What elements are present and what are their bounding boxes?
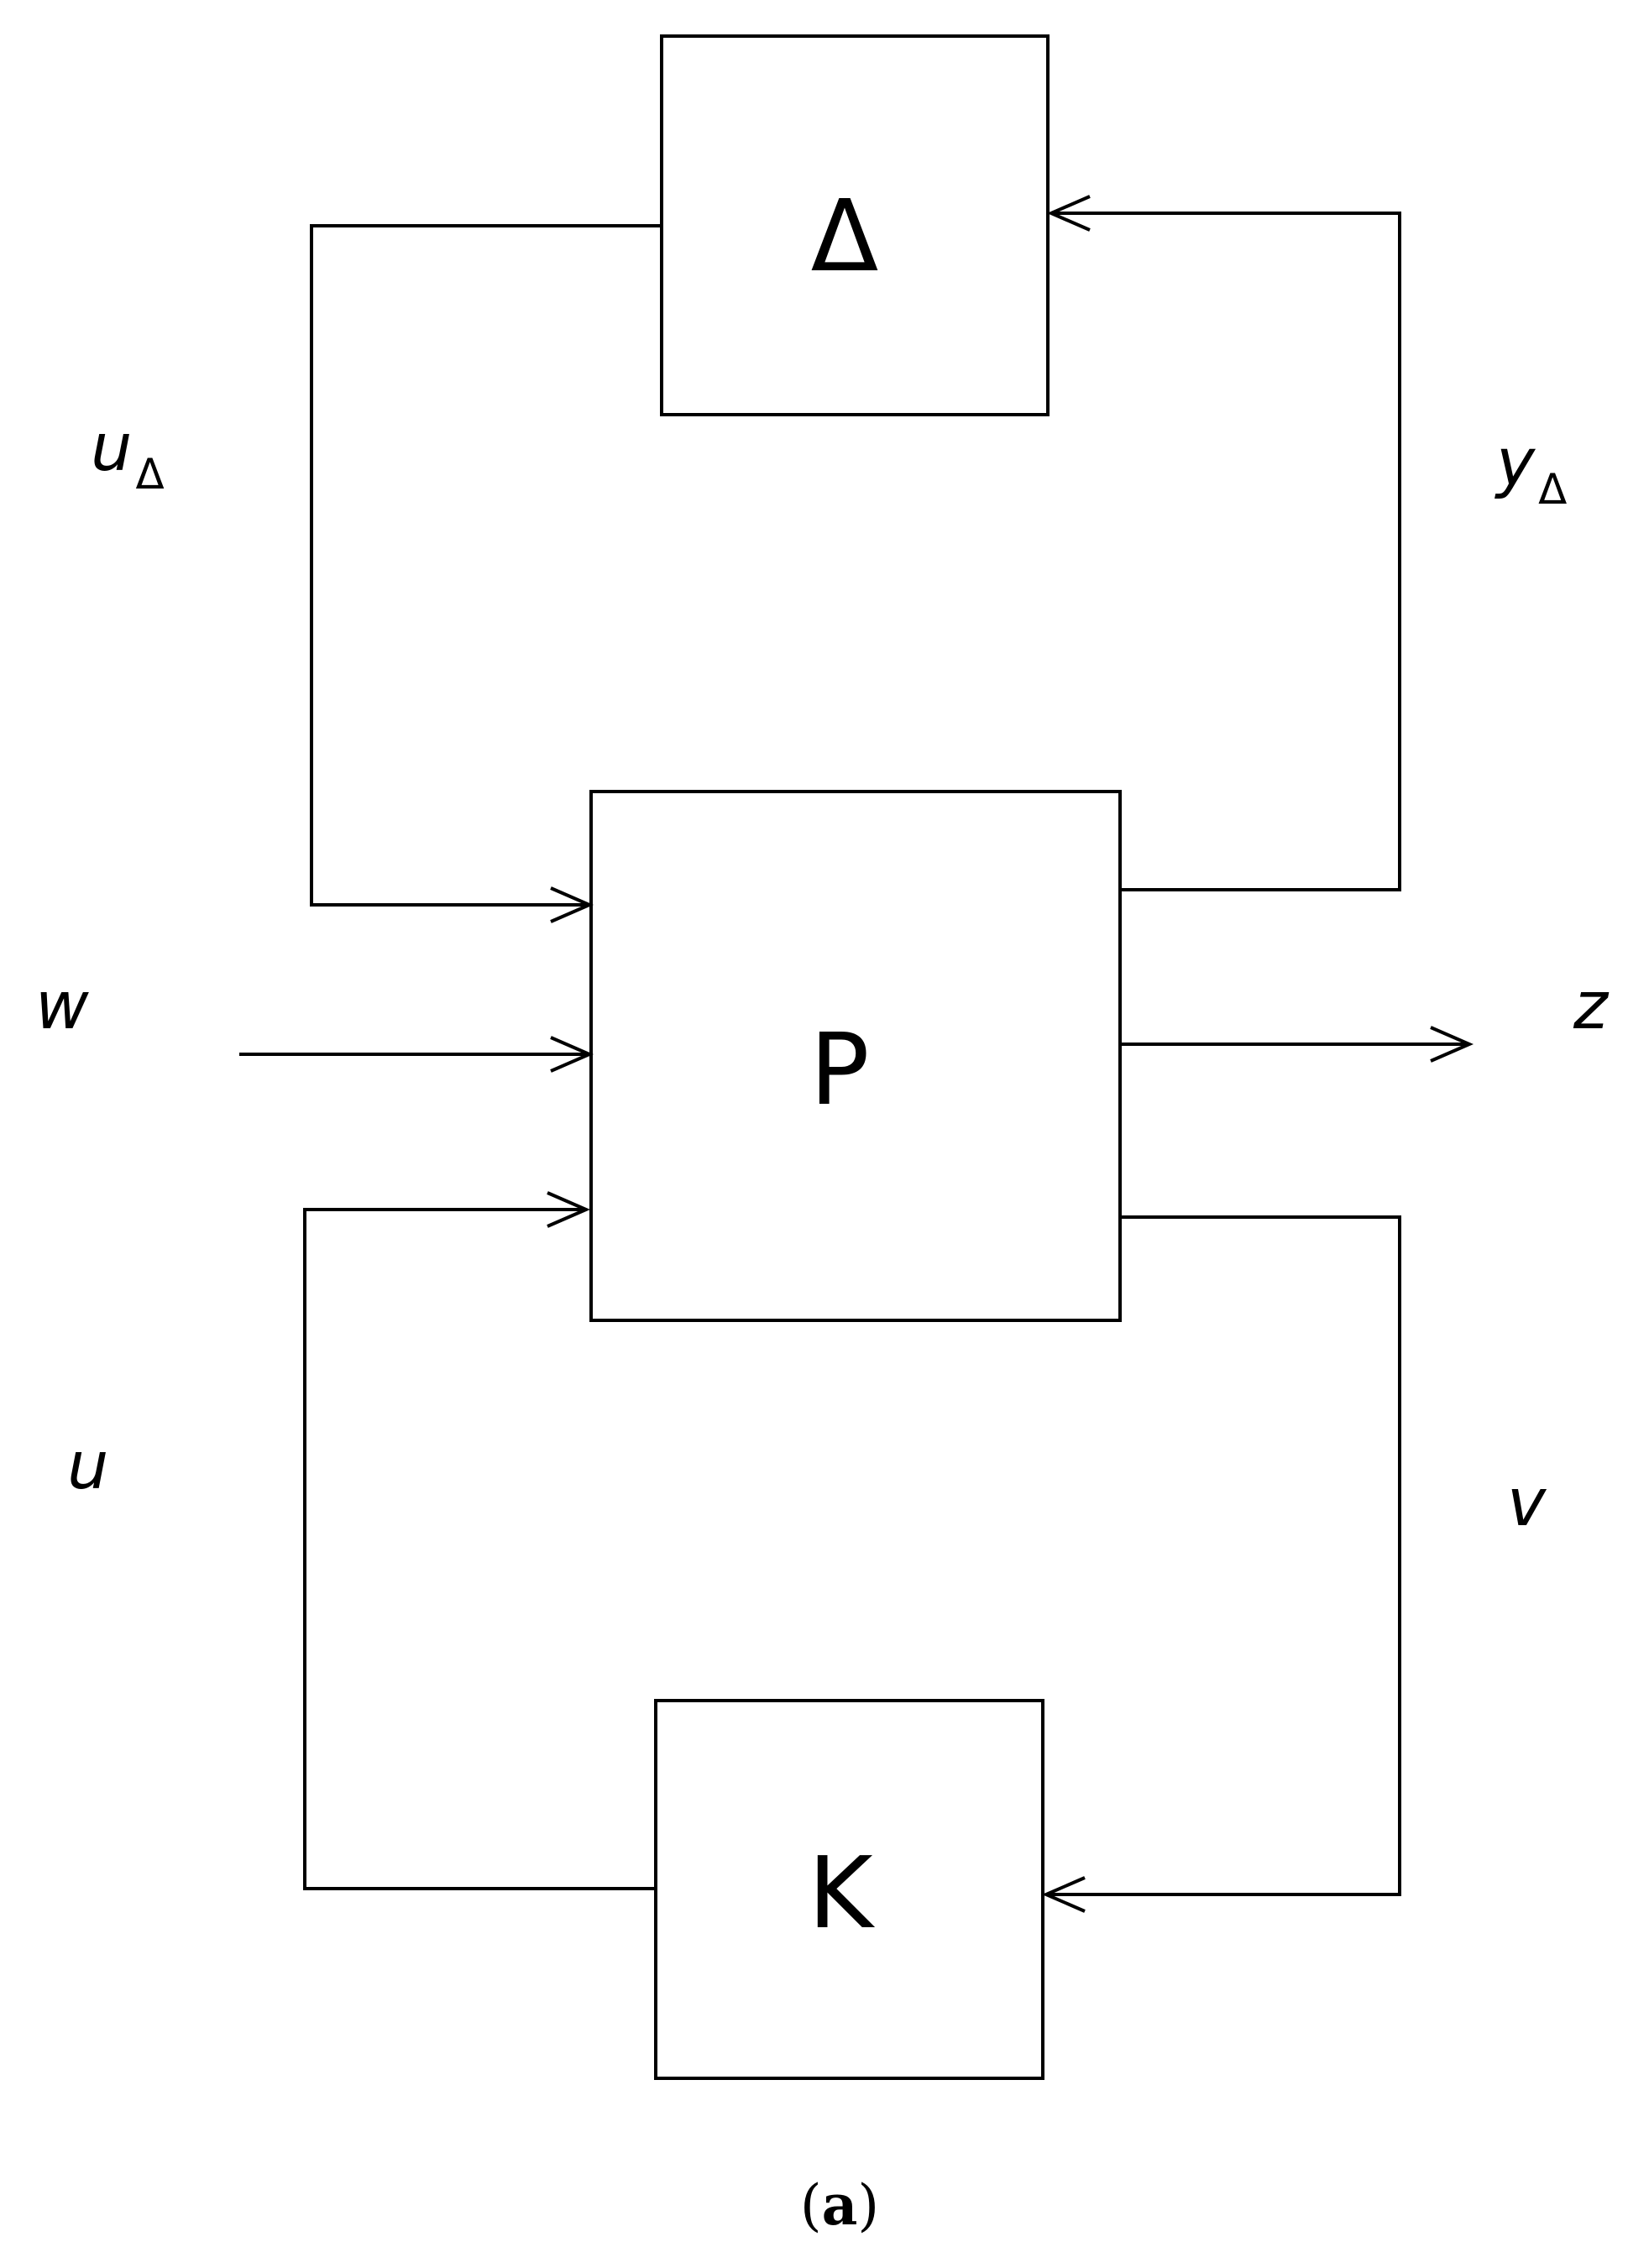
delta-block: Δ [660,34,1050,416]
arrowhead-y-delta [1046,195,1091,232]
arrowhead-u [547,1191,591,1228]
signal-u-label: u [67,1429,108,1504]
wire-z [1120,1026,1474,1063]
signal-z-label: z [1573,969,1610,1044]
signal-v-label: v [1507,1466,1547,1541]
plant-block: P [589,790,1122,1322]
signal-w-label: w [35,969,89,1044]
arrowhead-u-delta [550,886,594,923]
signal-u-delta-label: uΔ [91,410,165,499]
wire-y-delta [1046,195,1401,891]
plant-block-label: P [809,1011,869,1127]
arrowhead-z [1430,1026,1474,1063]
controller-block: K [654,1699,1044,2080]
figure-caption-letter: a [822,2172,858,2238]
wire-u [303,1191,656,1890]
arrowhead-v [1041,1876,1086,1913]
wire-u-delta [310,224,662,923]
signal-y-delta-subscript: Δ [1538,465,1567,514]
signal-u-delta-subscript: Δ [135,450,164,499]
wire-w [239,1036,594,1073]
signal-y-delta-label: yΔ [1495,426,1567,514]
controller-block-label: K [808,1835,875,1951]
wire-v [1041,1215,1401,1913]
arrowhead-w [550,1036,594,1073]
delta-block-label: Δ [811,178,879,294]
figure-caption: (a) [800,2172,879,2238]
